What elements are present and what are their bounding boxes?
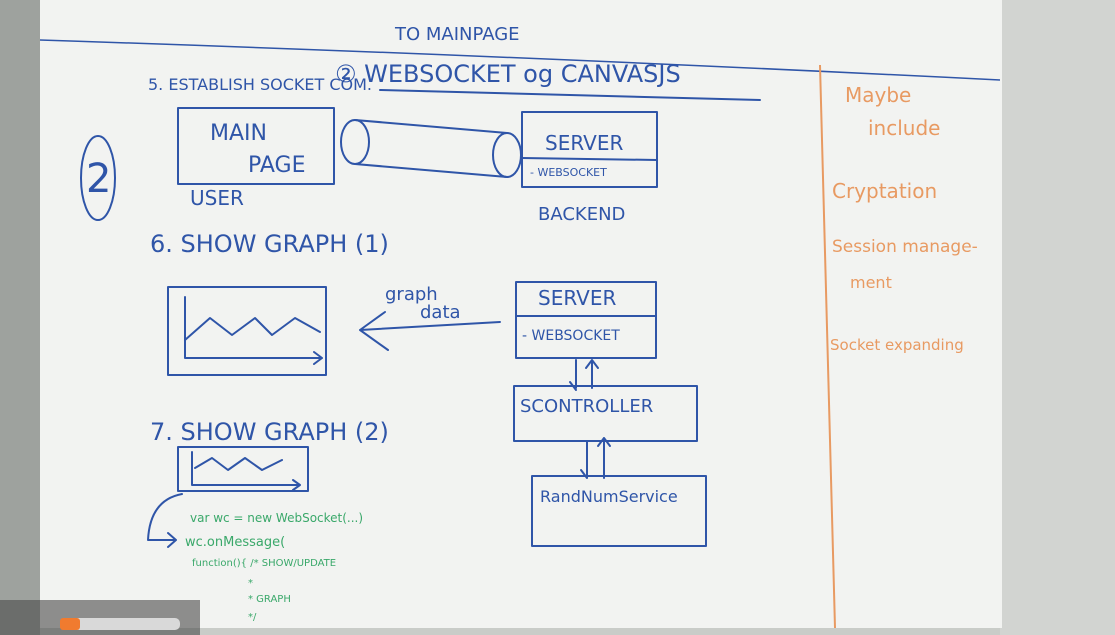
graph-box-step6 — [167, 286, 327, 376]
user-label: USER — [190, 186, 244, 210]
wall-right — [1000, 0, 1115, 635]
graph-line-step7 — [194, 457, 283, 471]
code-line-5: * GRAPH — [248, 594, 291, 605]
arrow-label-data: data — [420, 302, 461, 323]
server-label-step6: SERVER — [538, 286, 616, 310]
whiteboard-surface — [40, 0, 1002, 628]
title-underline — [379, 89, 761, 101]
service-label: RandNumService — [540, 487, 678, 506]
server-divider-step5 — [521, 157, 658, 161]
vertical-divider-line — [819, 64, 836, 629]
main-page-line2: PAGE — [248, 153, 305, 178]
side-note-socket-expanding: Socket expanding — [830, 336, 964, 354]
section-number: 2 — [86, 156, 111, 202]
graph-line-step6 — [184, 317, 321, 341]
board-title: ② WEBSOCKET og CANVASJS — [335, 60, 681, 88]
backend-label: BACKEND — [538, 204, 625, 225]
side-note-cryptation: Cryptation — [832, 179, 937, 203]
side-note-session-cont: ment — [850, 273, 892, 292]
step6-heading: 6. SHOW GRAPH (1) — [150, 230, 389, 258]
whiteboard-left-edge — [0, 0, 40, 635]
arrow-label-graph: graph — [385, 284, 438, 305]
controller-service-arrows — [580, 437, 611, 479]
side-note-header-1: Maybe — [845, 83, 911, 107]
graph-box-step7 — [177, 446, 309, 492]
side-note-header-2: include — [868, 116, 940, 140]
websocket-label-step6: - WEBSOCKET — [522, 328, 620, 344]
server-box-step5 — [521, 111, 658, 188]
server-label-step5: SERVER — [545, 131, 623, 155]
code-line-1: var wc = new WebSocket(...) — [190, 511, 363, 525]
service-box — [531, 475, 707, 547]
server-box-step6 — [515, 281, 657, 359]
socket-tube-body — [354, 119, 508, 178]
side-note-session: Session manage- — [832, 237, 978, 257]
top-text: TO MAINPAGE — [394, 24, 520, 45]
section-number-circle — [80, 135, 116, 221]
marker-pen-cap — [60, 618, 80, 630]
graph-axes-step6 — [184, 296, 323, 365]
code-line-2: wc.onMessage( — [185, 535, 285, 550]
websocket-label-step5: - WEBSOCKET — [530, 166, 607, 179]
code-line-3: function(){ /* SHOW/UPDATE — [192, 558, 336, 569]
graph-data-arrow — [359, 311, 501, 351]
main-page-box — [177, 107, 335, 185]
horizontal-divider-line — [39, 39, 1001, 81]
step5-heading: 5. ESTABLISH SOCKET COM. — [148, 75, 372, 94]
code-pointer-arrow — [147, 493, 183, 548]
main-page-line1: MAIN — [210, 121, 267, 146]
graph-axes-step7 — [191, 451, 301, 491]
code-line-6: */ — [248, 612, 257, 623]
code-line-4: * — [248, 578, 253, 589]
step7-heading: 7. SHOW GRAPH (2) — [150, 418, 389, 446]
marker-pen — [60, 618, 180, 630]
controller-label: SCONTROLLER — [520, 396, 653, 417]
